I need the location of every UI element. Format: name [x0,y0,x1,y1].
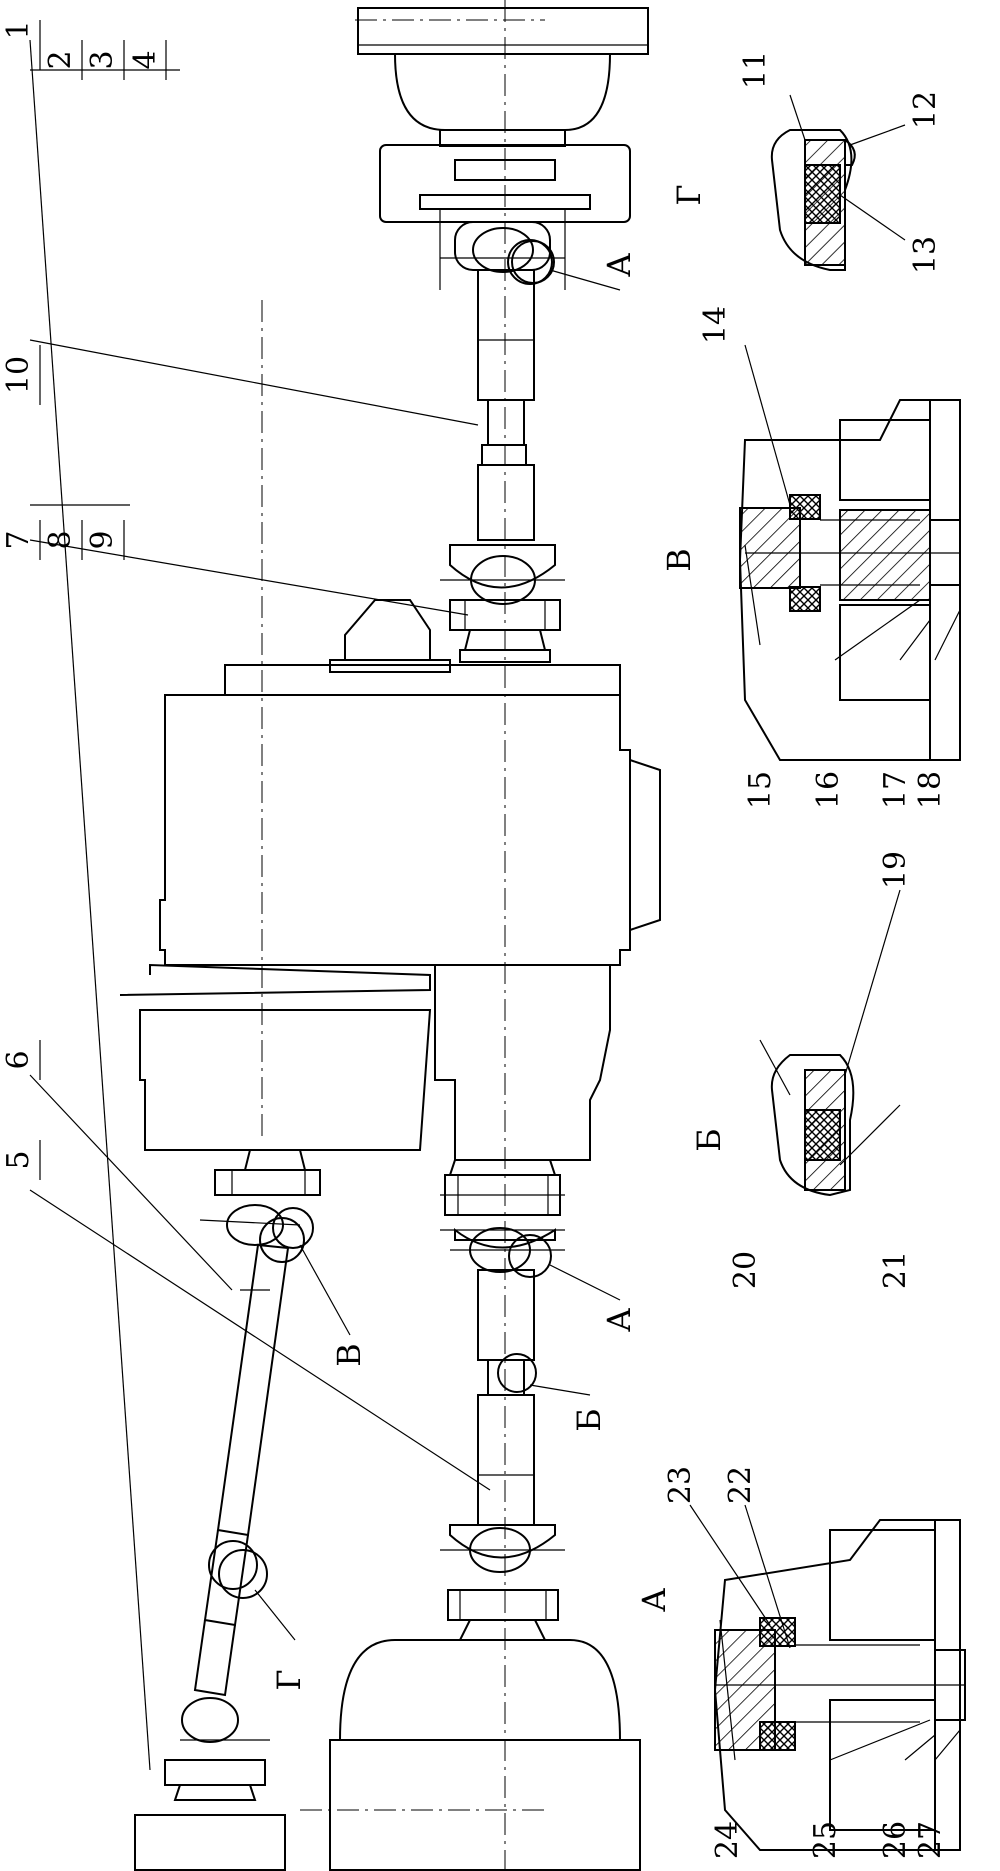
leader-lines [29,39,961,1771]
label-11: 11 [738,51,773,89]
label-22: 22 [723,1466,758,1504]
label-16: 16 [811,771,846,809]
label-5: 5 [1,1150,36,1169]
label-15: 15 [743,771,778,809]
view-label-b-mid: Б [570,1408,608,1432]
view-title-b: Б [690,1128,728,1152]
view-label-a-top: А [600,253,638,277]
detail-b-section [770,1054,855,1197]
detail-circles [218,240,555,1599]
detail-g-section [770,129,856,271]
label-8: 8 [43,530,78,549]
label-27: 27 [913,1821,948,1859]
shaft-10-assembly [439,210,566,605]
view-label-g-mid: Г [270,1669,308,1690]
view-letters: А А Б В Г Г В Б А [270,184,728,1690]
label-7: 7 [1,530,36,549]
label-14: 14 [698,306,733,344]
top-wheel-hub [357,7,649,223]
label-26: 26 [878,1821,913,1859]
bottom-wheel-hub [329,1639,641,1871]
label-17: 17 [878,771,913,809]
view-title-g: Г [670,184,708,205]
label-20: 20 [728,1251,763,1289]
detail-a-section [713,1519,966,1851]
label-21: 21 [878,1251,913,1289]
view-title-a: А [635,1588,673,1612]
label-6: 6 [1,1050,36,1069]
label-13: 13 [908,236,943,274]
label-1: 1 [1,20,36,39]
center-lines [261,0,548,1871]
label-12: 12 [908,91,943,129]
label-10: 10 [1,356,36,394]
callout-labels: 1 2 3 4 5 6 7 8 9 10 11 12 13 14 15 16 1… [1,20,948,1859]
label-2: 2 [43,50,78,69]
label-25: 25 [808,1821,843,1859]
label-4: 4 [128,50,163,69]
label-23: 23 [663,1466,698,1504]
label-19: 19 [878,851,913,889]
label-9: 9 [85,530,120,549]
label-18: 18 [913,771,948,809]
gearbox-housing [119,599,661,1161]
view-label-v-mid: В [330,1343,368,1367]
detail-v-section [738,399,961,761]
view-label-a-mid: А [600,1308,638,1332]
view-title-v: В [660,548,698,572]
lower-shaft-assembly [440,1159,565,1641]
label-24: 24 [710,1821,745,1859]
callout-underlines [39,20,167,1180]
label-3: 3 [85,50,120,69]
inclined-shaft-6 [134,1149,321,1871]
